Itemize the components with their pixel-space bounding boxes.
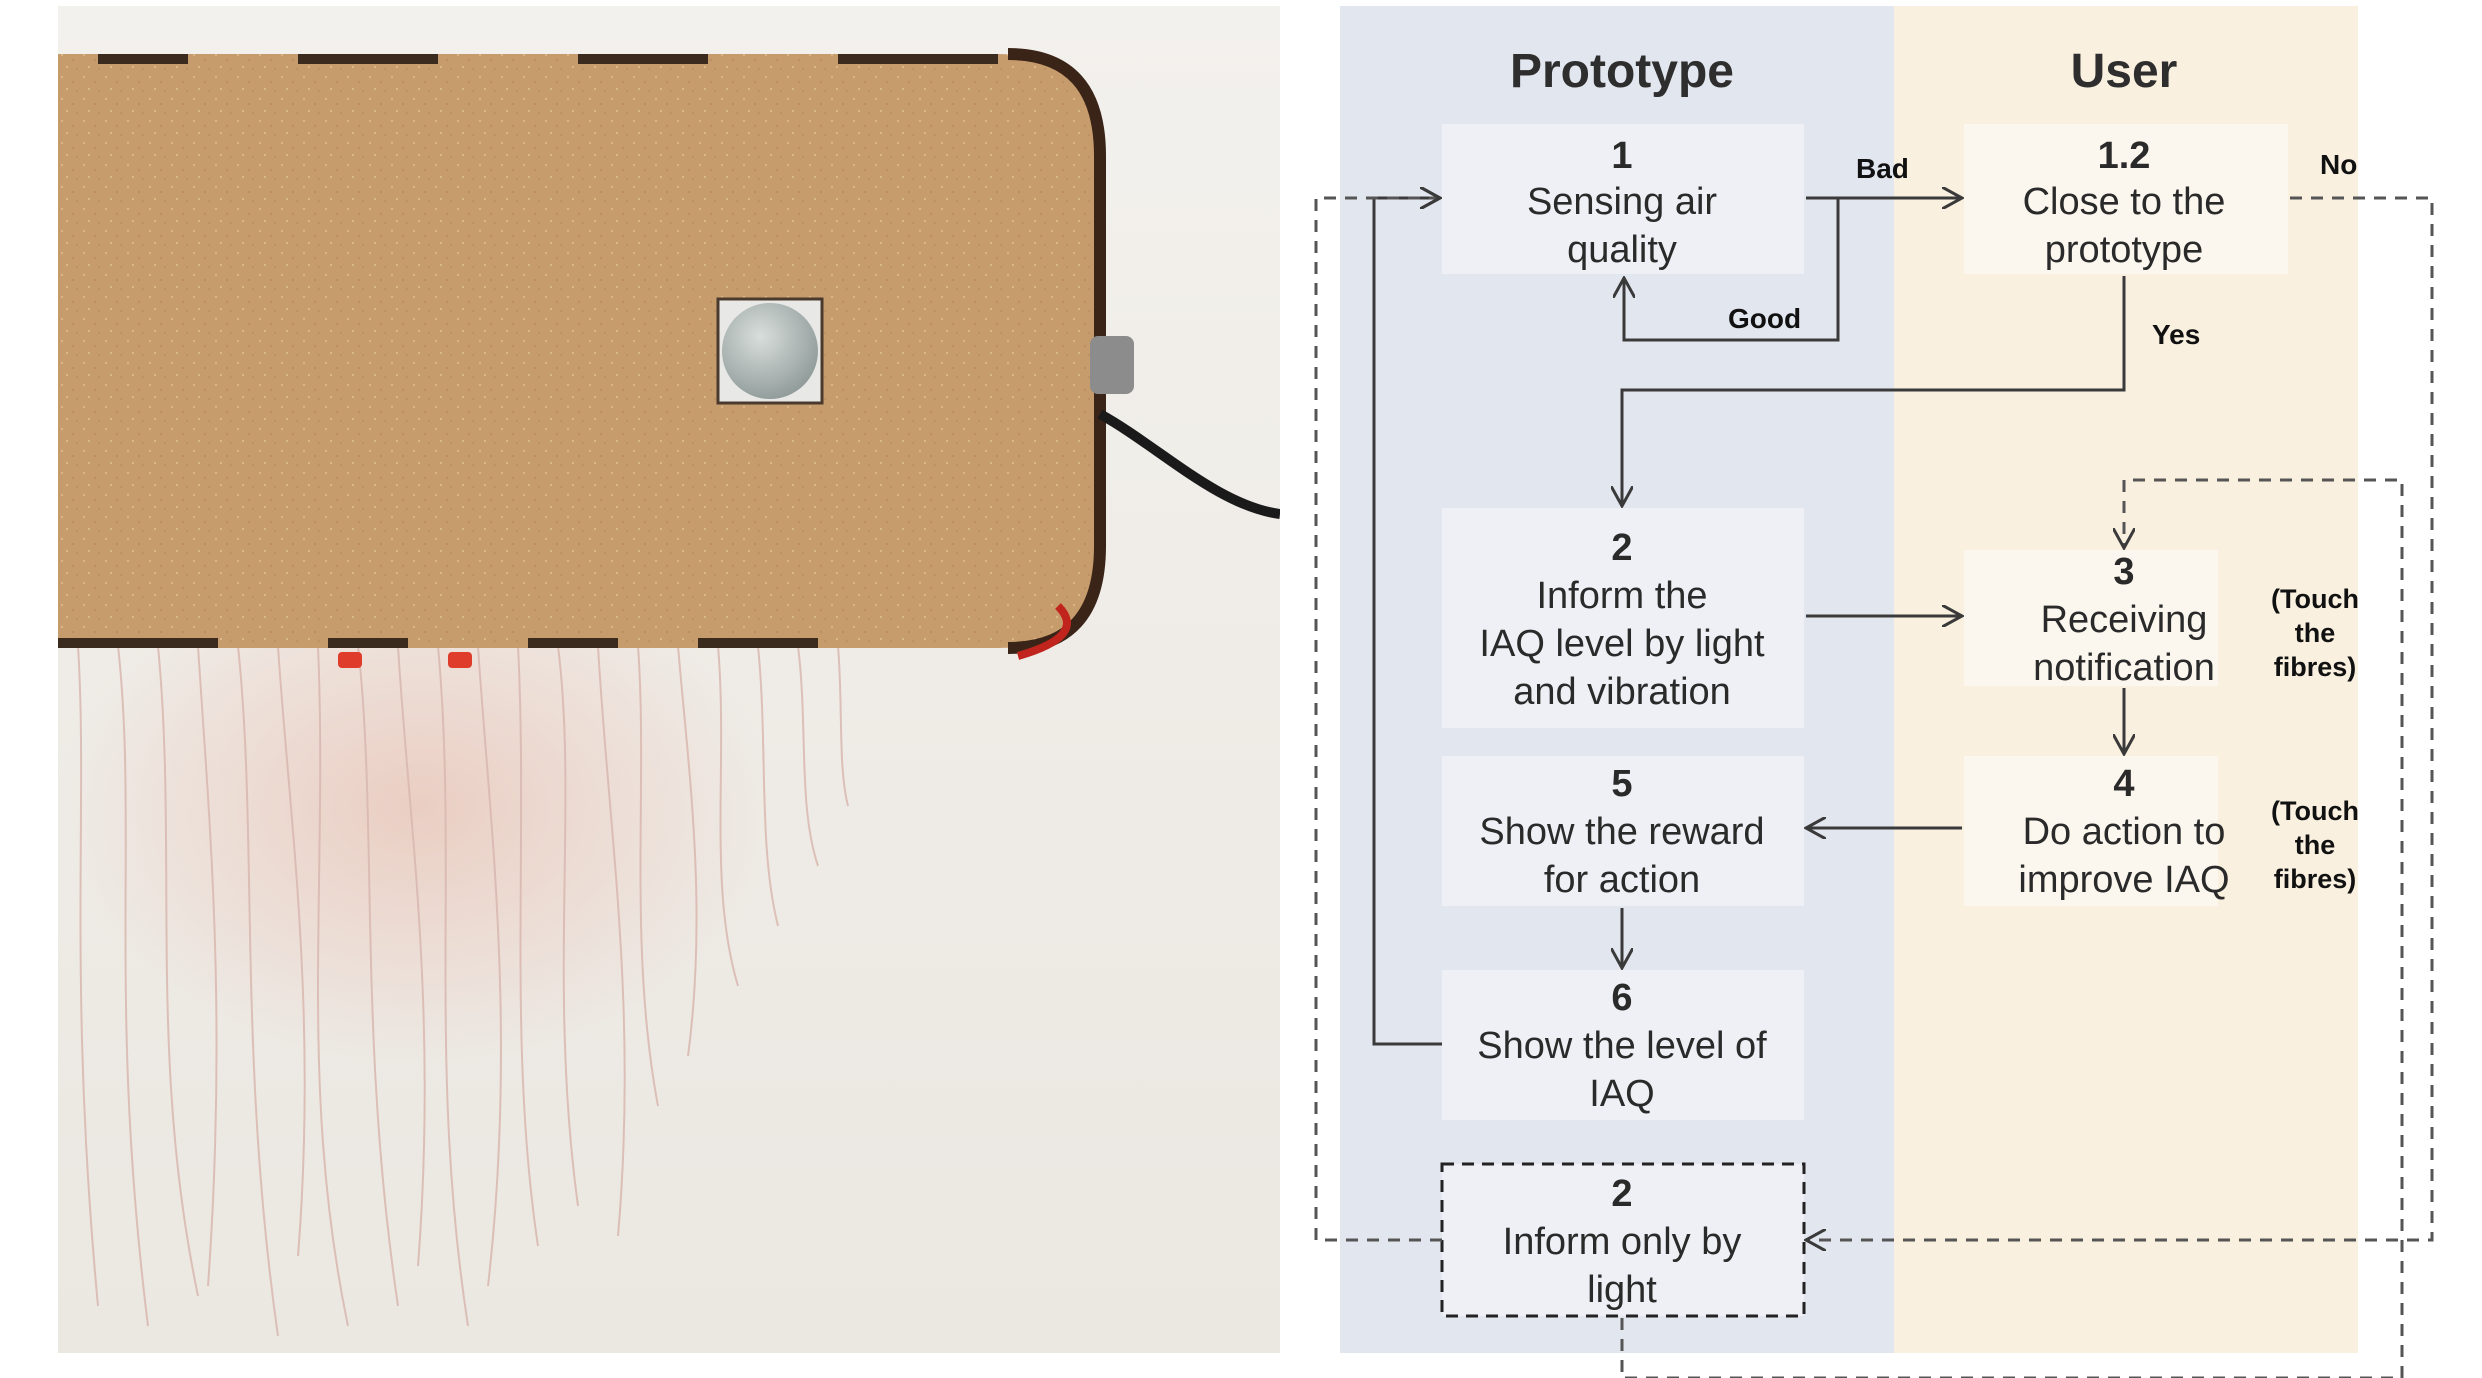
node-2-line-2: IAQ level by light [1479,623,1765,665]
node-2-number: 2 [1611,527,1632,569]
node-3-box [1964,550,2218,686]
node-6-box [1442,970,1804,1120]
user-lane-title: User [2071,45,2178,98]
node-6: 6 Show the level of IAQ [1477,977,1767,1115]
node-1-box [1442,124,1804,274]
node-4-number: 4 [2113,763,2134,805]
node-3: 3 Receiving notification [2033,551,2215,689]
node-5-line-2: for action [1544,859,1700,901]
node-1-2: 1.2 Close to the prototype [2023,135,2226,271]
node-5-box [1442,756,1804,906]
node-1-2-box [1964,124,2288,274]
note-touch-3-line-2: the [2295,618,2336,648]
node-5-number: 5 [1611,763,1632,805]
prototype-lane-title: Prototype [1510,45,1734,98]
label-no: No [2320,149,2357,180]
note-touch-3: (Touch the fibres) [2271,584,2359,682]
node-4: 4 Do action to improve IAQ [2018,763,2229,901]
label-yes: Yes [2152,319,2200,350]
node-5: 5 Show the reward for action [1479,763,1764,901]
arrow-good [1624,198,1840,342]
note-touch-4-line-1: (Touch [2271,796,2359,826]
node-2-light-only-line-1: Inform only by [1503,1221,1742,1263]
node-3-number: 3 [2113,551,2134,593]
node-5-line-1: Show the reward [1479,811,1764,853]
node-1-number: 1 [1611,135,1632,177]
label-bad: Bad [1856,153,1909,184]
node-2: 2 Inform the IAQ level by light and vibr… [1479,527,1765,713]
node-2-light-only-number: 2 [1611,1173,1632,1215]
node-4-line-1: Do action to [2023,811,2226,853]
arrow-light-only-to-3 [1620,478,2404,1378]
node-2-line-3: and vibration [1513,671,1731,713]
node-4-line-2: improve IAQ [2018,859,2229,901]
arrow-light-only-to-1 [1314,198,1442,1242]
node-1-2-number: 1.2 [2098,135,2151,177]
node-6-line-1: Show the level of [1477,1025,1767,1067]
node-2-light-only-box [1440,1162,1806,1318]
node-1-line-1: Sensing air [1527,181,1717,223]
note-touch-4: (Touch the fibres) [2271,796,2359,894]
prototype-photo [58,6,1280,1353]
note-touch-3-line-1: (Touch [2271,584,2359,614]
note-touch-4-line-2: the [2295,830,2336,860]
node-3-line-2: notification [2033,647,2215,689]
label-good: Good [1728,303,1801,334]
node-1: 1 Sensing air quality [1527,135,1717,271]
node-2-light-only-line-2: light [1587,1269,1657,1311]
node-4-box [1964,756,2218,906]
node-1-line-2: quality [1567,229,1677,271]
node-1-2-line-1: Close to the [2023,181,2226,223]
node-6-line-2: IAQ [1589,1073,1654,1115]
note-touch-3-line-3: fibres) [2274,652,2357,682]
node-2-box [1442,508,1804,728]
node-6-number: 6 [1611,977,1632,1019]
arrow-6-to-1 [1372,198,1442,1046]
note-touch-4-line-3: fibres) [2274,864,2357,894]
node-1-2-line-2: prototype [2045,229,2203,271]
node-2-line-1: Inform the [1536,575,1707,617]
node-3-line-1: Receiving [2041,599,2208,641]
arrow-no [1806,196,2434,1240]
node-2-light-only: 2 Inform only by light [1503,1173,1742,1311]
arrow-yes [1622,276,2126,506]
